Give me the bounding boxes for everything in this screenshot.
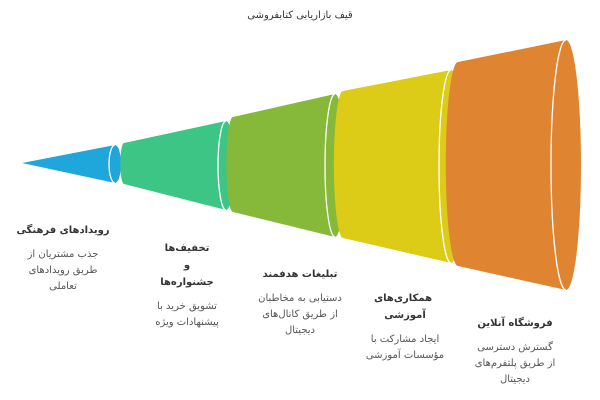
funnel-segment-4 <box>333 69 464 264</box>
stage-label-2: تخفیف‌ها و جشنواره‌ها تشویق خرید با پیشن… <box>132 240 242 331</box>
segment-rim <box>550 39 567 291</box>
funnel-segment-1 <box>22 144 121 184</box>
stage-description: تشویق خرید با پیشنهادات ویژه <box>155 301 219 328</box>
stage-description: جذب مشتریان از طریق رویدادهای تعاملی <box>27 249 99 292</box>
segment-body <box>226 94 345 237</box>
segment-rim <box>324 93 336 238</box>
stage-description: دستیابی به مخاطبان از طریق کانال‌های دیج… <box>258 293 342 336</box>
stage-label-3: تبلیغات هدفمند دستیابی به مخاطبان از طری… <box>245 266 355 339</box>
funnel-segment-2 <box>120 120 234 211</box>
funnel-segment-5 <box>445 39 581 291</box>
stage-title: فروشگاه آنلاین <box>477 318 553 329</box>
segment-rim <box>438 69 452 264</box>
stage-description: ایجاد مشارکت با مؤسسات آموزشی <box>365 334 445 361</box>
funnel-segment-3 <box>226 93 345 238</box>
stage-title: تبلیغات هدفمند <box>262 269 338 280</box>
segment-body <box>445 40 581 290</box>
stage-title: همکاری‌های آموزشی <box>374 293 432 321</box>
segment-rim <box>217 120 227 211</box>
segment-rim <box>108 144 116 184</box>
stage-label-5: فروشگاه آنلاین گسترش دسترسی از طریق پلتف… <box>460 315 570 388</box>
segment-body <box>120 121 234 210</box>
segment-body <box>333 70 464 263</box>
segment-body <box>22 145 121 183</box>
stage-description: گسترش دسترسی از طریق پلتفرم‌های دیجیتال <box>474 342 556 385</box>
stage-title: تخفیف‌ها و جشنواره‌ها <box>160 243 214 288</box>
stage-label-4: همکاری‌های آموزشی ایجاد مشارکت با مؤسسات… <box>350 290 460 364</box>
diagram-title: قیف بازاریابی کتابفروشی <box>247 10 353 21</box>
stage-label-1: رویدادهای فرهنگی جذب مشتریان از طریق روی… <box>8 222 118 295</box>
stage-title: رویدادهای فرهنگی <box>16 225 110 236</box>
